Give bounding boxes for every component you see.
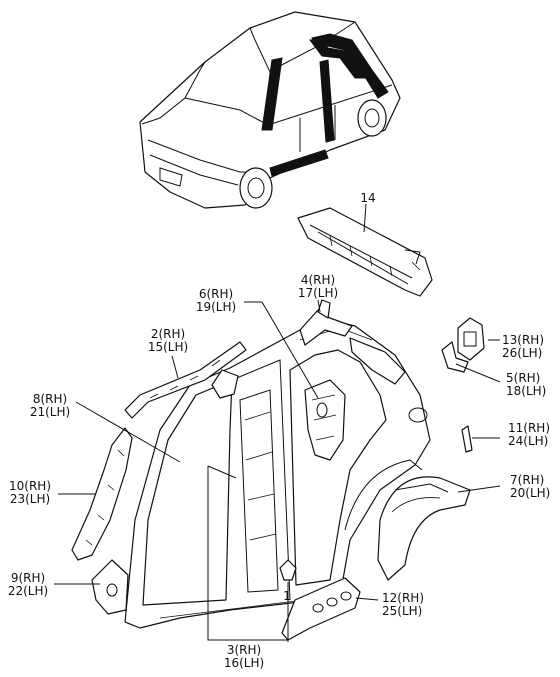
part-5-bracket (441, 341, 469, 373)
part-1-plug (279, 559, 297, 581)
label-6: 6(RH)19(LH) (196, 287, 236, 314)
label-7: 7(RH)20(LH) (510, 473, 550, 500)
label-11: 11(RH)24(LH) (508, 421, 550, 448)
label-5: 5(RH)18(LH) (506, 371, 546, 398)
part-6-quarter-inner (304, 379, 346, 461)
part-14-roof-rail (297, 207, 433, 297)
label-12: 12(RH)25(LH) (382, 591, 424, 618)
label-9: 9(RH)22(LH) (8, 571, 48, 598)
car-overview (139, 11, 401, 209)
part-9-pillar-lower (91, 559, 129, 615)
part-7-wheel-house (377, 476, 471, 581)
label-1: 1 (283, 589, 291, 603)
label-8: 8(RH)21(LH) (30, 392, 70, 419)
label-4: 4(RH)17(LH) (298, 273, 338, 300)
pillar-top-bracket (211, 369, 239, 399)
part-10-front-pillar (71, 427, 133, 561)
leader-lines (54, 203, 501, 642)
callout-labels: 14 4(RH)17(LH) 6(RH)19(LH) 2(RH)15(LH) 1… (8, 191, 551, 670)
label-14: 14 (360, 191, 375, 205)
label-13: 13(RH)26(LH) (502, 333, 544, 360)
body-side-outer-panel (124, 317, 431, 629)
label-10: 10(RH)23(LH) (9, 479, 51, 506)
part-12-side-sill (281, 577, 361, 641)
part-11-clip (461, 425, 473, 453)
part-13-bracket (457, 317, 485, 361)
label-3: 3(RH)16(LH) (224, 643, 264, 670)
part-2-roof-rail-front (124, 341, 247, 419)
label-2: 2(RH)15(LH) (148, 327, 188, 354)
